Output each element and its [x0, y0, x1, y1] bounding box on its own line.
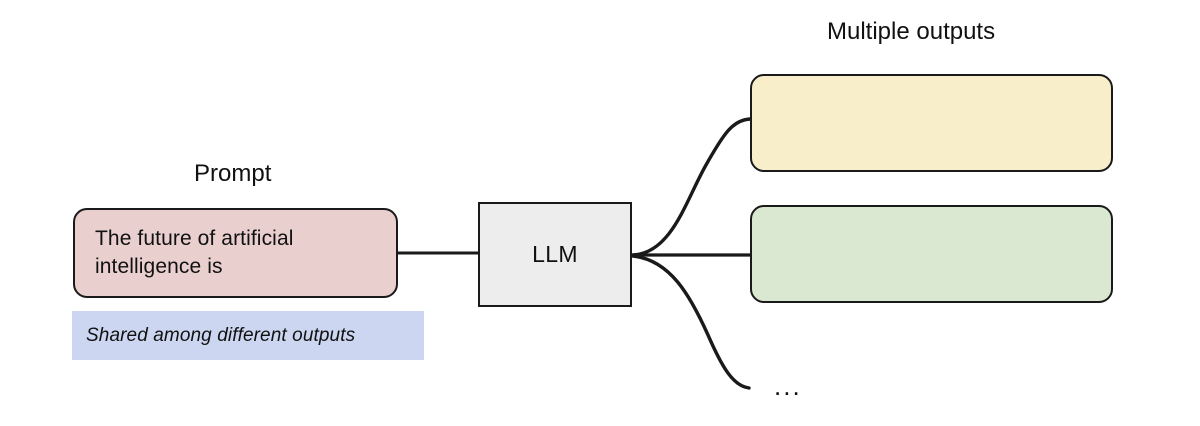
llm-box[interactable]: LLM [478, 202, 632, 307]
prompt-caption: Prompt [194, 160, 272, 187]
prompt-box-text: The future of artificial intelligence is [95, 225, 294, 280]
edge-llm-to-output-1 [631, 117, 752, 257]
output-box-2[interactable] [750, 205, 1113, 303]
more-outputs-ellipsis: ... [774, 371, 802, 401]
prompt-text-line-1: The future of artificial [95, 227, 294, 251]
llm-box-label: LLM [532, 241, 578, 267]
outputs-caption: Multiple outputs [827, 18, 996, 45]
output-box-1[interactable] [750, 74, 1113, 172]
shared-note-badge: Shared among different outputs [72, 311, 424, 360]
edge-llm-to-more-outputs [631, 254, 751, 390]
prompt-text-line-2: intelligence is [95, 255, 223, 278]
prompt-box[interactable]: The future of artificial intelligence is [73, 208, 398, 298]
shared-note-text: Shared among different outputs [86, 324, 356, 346]
